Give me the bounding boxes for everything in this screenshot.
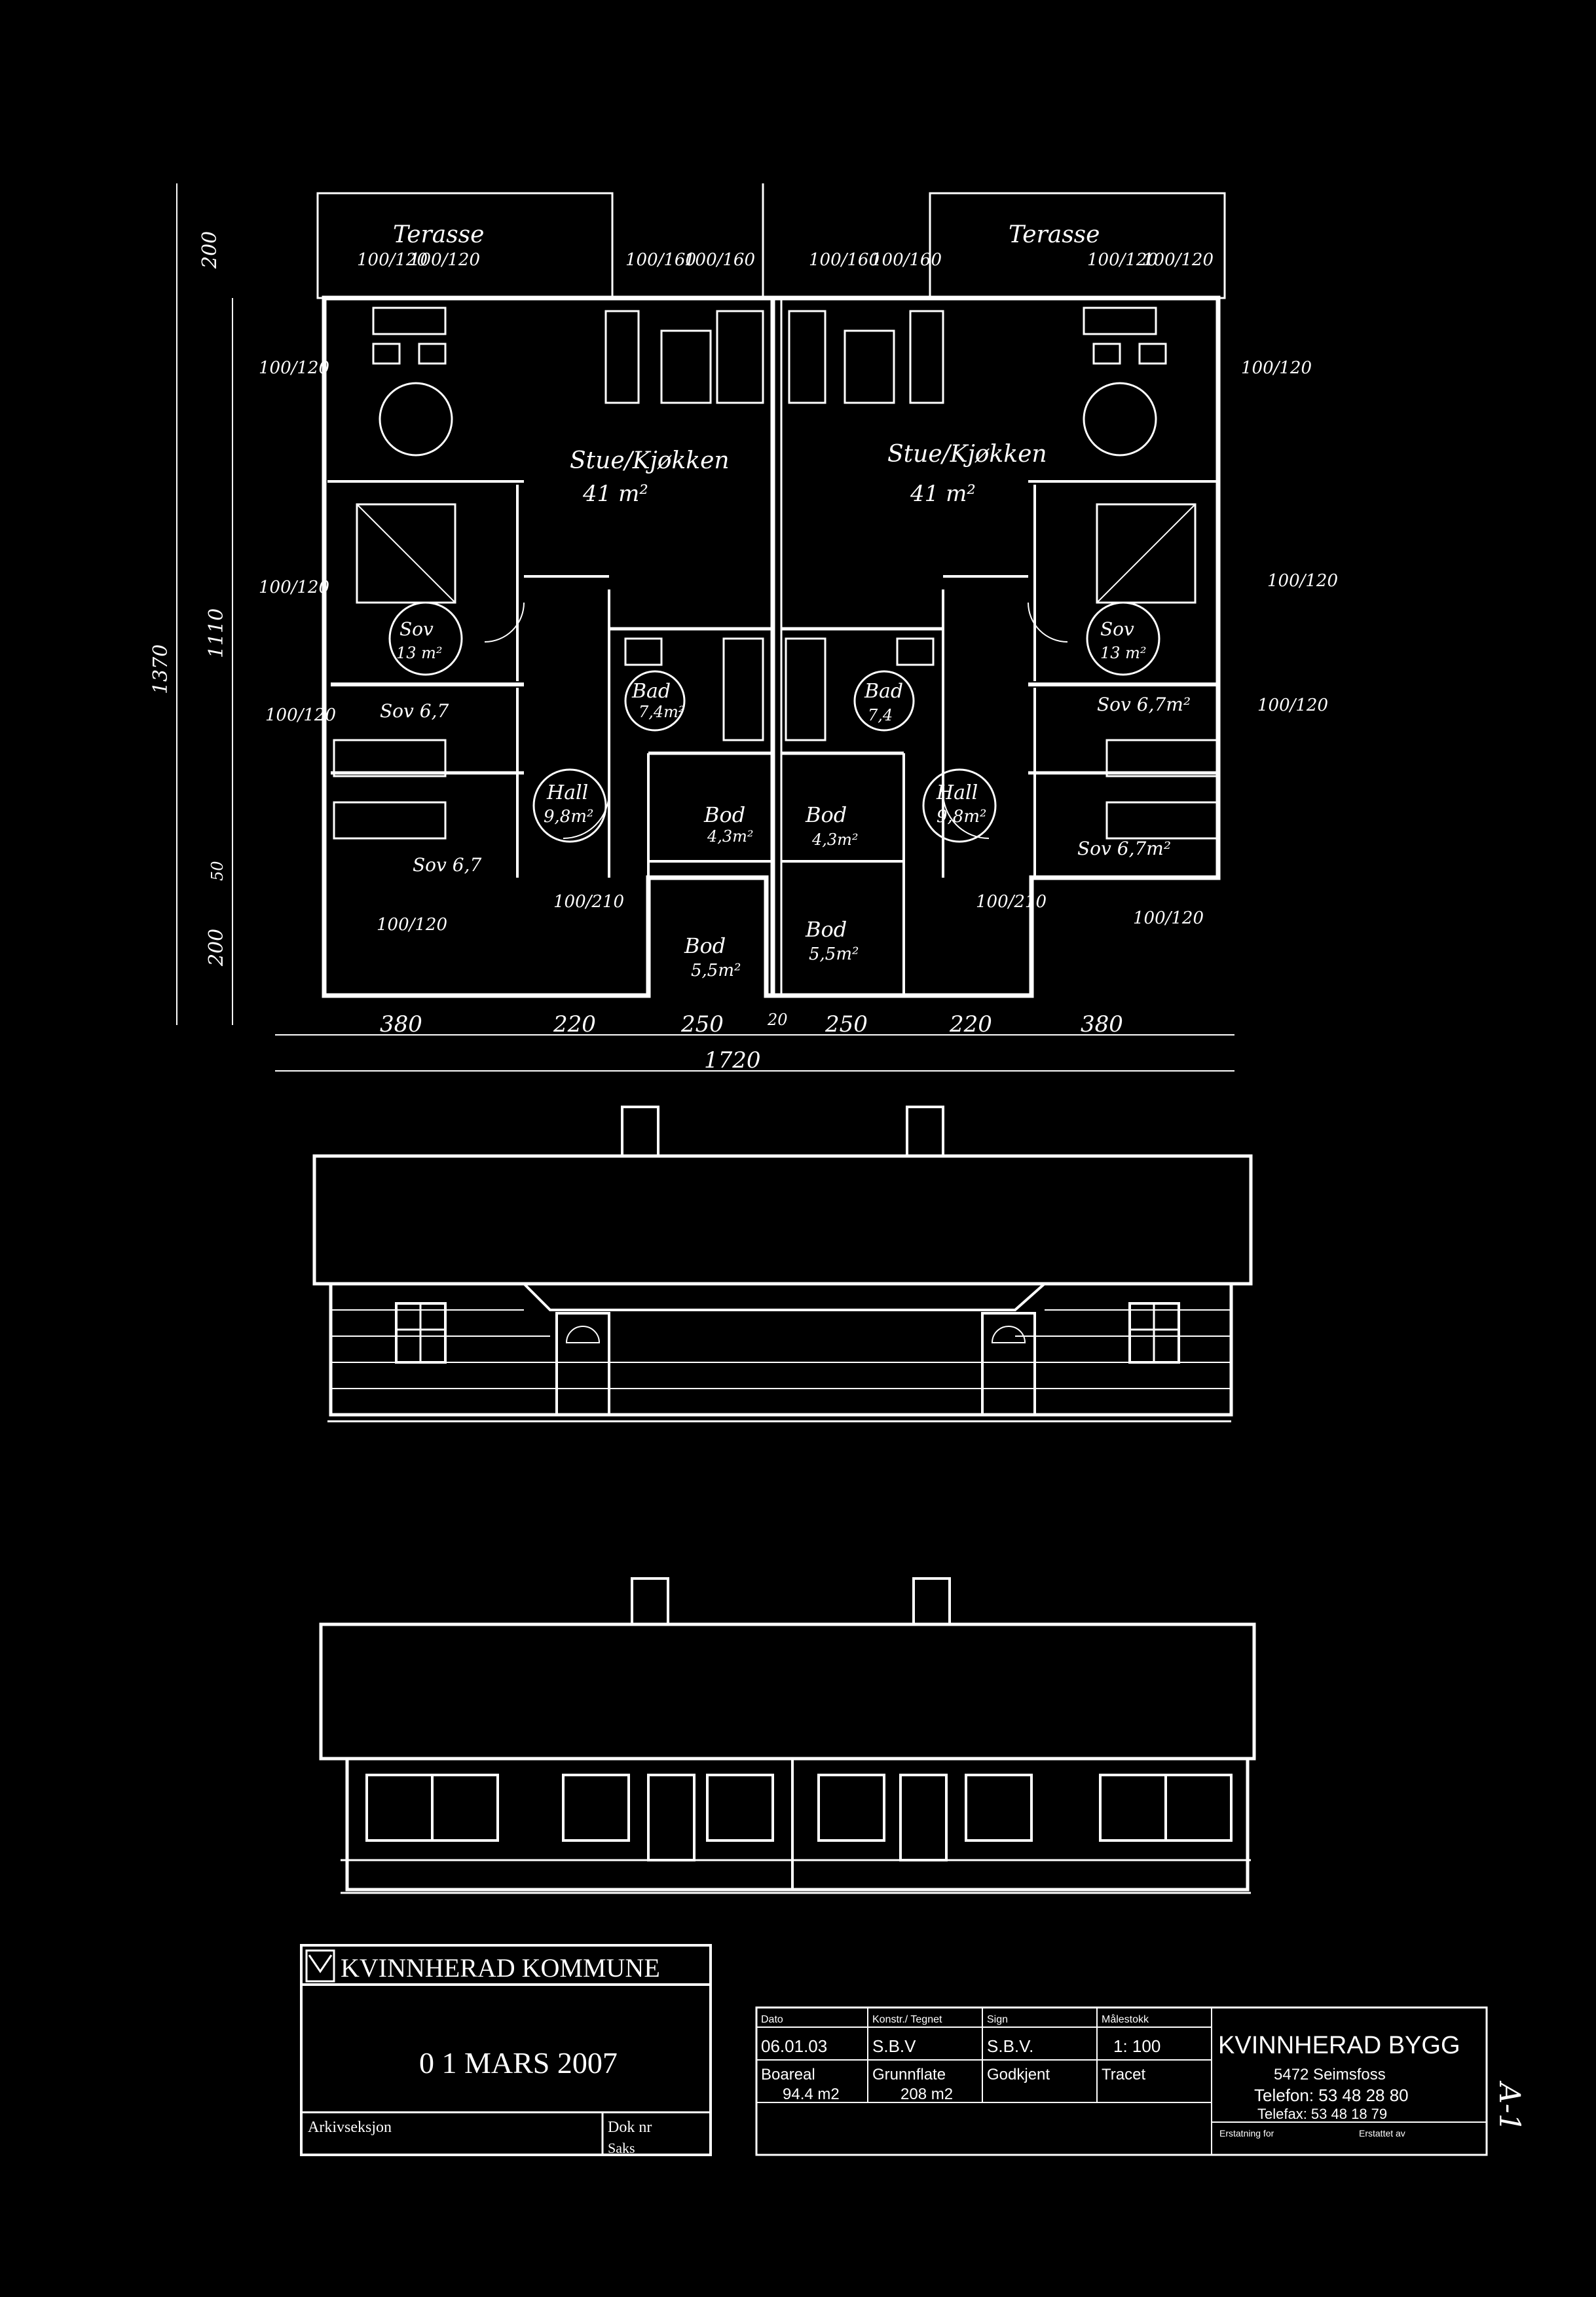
door-label: 100/210 bbox=[553, 892, 624, 912]
window-label: 100/120 bbox=[357, 250, 428, 270]
floor-plan bbox=[176, 183, 1234, 1072]
tb-row2-value: 94.4 m2 bbox=[783, 2085, 840, 2103]
room-stue-right: Stue/Kjøkken bbox=[887, 441, 1047, 468]
room-bad-right: Bad bbox=[864, 680, 903, 703]
room-bad-left: Bad bbox=[631, 680, 671, 703]
dining-table-right bbox=[1083, 382, 1157, 457]
dimension-label: 220 bbox=[553, 1011, 596, 1037]
terrace-right-label: Terasse bbox=[1009, 221, 1100, 248]
dimension-label: 380 bbox=[380, 1011, 422, 1037]
terrace-left-label: Terasse bbox=[393, 221, 484, 248]
room-bod-inner-left: Bod bbox=[703, 802, 745, 827]
tb-header: Sign bbox=[987, 2014, 1008, 2025]
tb-value: 1: 100 bbox=[1113, 2036, 1160, 2056]
side-window-label: 100/120 bbox=[1257, 696, 1328, 715]
terrace-right bbox=[929, 192, 1226, 299]
room-stue-left: Stue/Kjøkken bbox=[570, 447, 730, 474]
room-bad-right-area: 7,4 bbox=[868, 706, 893, 724]
bottom-window-label: 100/120 bbox=[1133, 908, 1204, 928]
company-fax: Telefax: 53 48 18 79 bbox=[1257, 2106, 1387, 2122]
tb-row2-value: 208 m2 bbox=[900, 2085, 953, 2103]
dimension-vertical: 200 bbox=[205, 929, 228, 967]
bottom-window-label: 100/120 bbox=[377, 915, 447, 935]
company-name: KVINNHERAD BYGG bbox=[1218, 2032, 1460, 2059]
room-stue-left-area: 41 m² bbox=[582, 481, 648, 507]
room-stue-right-area: 41 m² bbox=[910, 481, 976, 507]
tb-header: Dato bbox=[761, 2014, 783, 2025]
room-hall-right-area: 9,8m² bbox=[937, 807, 986, 827]
window-label: 100/120 bbox=[409, 250, 480, 270]
tb-header: Målestokk bbox=[1102, 2013, 1149, 2025]
terrace-left bbox=[316, 192, 614, 299]
room-hall-right: Hall bbox=[936, 781, 978, 804]
title-block bbox=[755, 2006, 1488, 2156]
room-bod-inner-right: Bod bbox=[805, 802, 847, 827]
dimension-total: 1720 bbox=[704, 1047, 761, 1074]
room-bod-outer-left-area: 5,5m² bbox=[691, 961, 741, 980]
room-sov-small-right-1: Sov 6,7m² bbox=[1097, 694, 1191, 715]
room-sov-small-left-1: Sov 6,7 bbox=[380, 700, 449, 722]
company-phone: Telefon: 53 48 28 80 bbox=[1254, 2085, 1409, 2105]
room-bod-outer-right: Bod bbox=[805, 917, 847, 942]
side-window-label: 100/120 bbox=[259, 578, 329, 597]
dimension-vertical-total: 1370 bbox=[149, 644, 172, 694]
dining-table-left bbox=[379, 382, 453, 457]
dok-label: Dok nr bbox=[608, 2119, 652, 2136]
tb-row2-label: Boareal bbox=[761, 2066, 815, 2083]
company-address: 5472 Seimsfoss bbox=[1274, 2066, 1386, 2083]
dimension-vertical: 50 bbox=[208, 861, 227, 881]
room-bod-inner-right-area: 4,3m² bbox=[811, 831, 859, 849]
front-elevation bbox=[312, 1106, 1253, 1423]
room-sov-right: Sov bbox=[1100, 618, 1134, 640]
room-sov-small-left-2: Sov 6,7 bbox=[413, 854, 481, 876]
dimension-vertical: 1110 bbox=[205, 608, 228, 658]
tb-row2-label: Tracet bbox=[1102, 2066, 1145, 2083]
window-label: 100/120 bbox=[1143, 250, 1214, 270]
dimension-label: 380 bbox=[1081, 1011, 1123, 1037]
room-bod-outer-left: Bod bbox=[684, 933, 726, 958]
room-hall-left-area: 9,8m² bbox=[544, 807, 593, 827]
saks-label: Saks bbox=[608, 2140, 635, 2156]
window-label: 100/160 bbox=[809, 250, 880, 270]
room-sov-right-area: 13 m² bbox=[1100, 644, 1147, 662]
side-window-label: 100/120 bbox=[1267, 571, 1338, 591]
room-sov-left: Sov bbox=[399, 618, 434, 640]
tb-value: S.B.V. bbox=[987, 2036, 1033, 2056]
room-sov-small-right-2: Sov 6,7m² bbox=[1077, 838, 1171, 859]
room-hall-left: Hall bbox=[546, 781, 588, 804]
room-sov-left-area: 13 m² bbox=[396, 644, 443, 662]
dimension-label: 20 bbox=[767, 1011, 788, 1029]
dimension-label: 220 bbox=[949, 1011, 992, 1037]
side-window-label: 100/120 bbox=[265, 705, 336, 725]
dimension-vertical: 200 bbox=[198, 231, 221, 269]
room-bod-outer-right-area: 5,5m² bbox=[809, 944, 859, 964]
replaced-by-label: Erstattet av bbox=[1359, 2128, 1405, 2138]
archive-label: Arkivseksjon bbox=[308, 2119, 392, 2136]
door-label: 100/210 bbox=[976, 892, 1047, 912]
received-date: 0 1 MARS 2007 bbox=[419, 2046, 618, 2080]
window-label: 100/160 bbox=[625, 250, 696, 270]
municipal-stamp bbox=[300, 1944, 712, 2156]
room-bad-left-area: 7,4m² bbox=[639, 703, 685, 721]
dimension-label: 250 bbox=[825, 1011, 868, 1037]
municipality-name: KVINNHERAD KOMMUNE bbox=[341, 1953, 660, 1983]
window-label: 100/160 bbox=[871, 250, 942, 270]
tb-row2-label: Grunnflate bbox=[872, 2066, 946, 2083]
tb-header: Konstr./ Tegnet bbox=[872, 2014, 942, 2025]
tb-value: 06.01.03 bbox=[761, 2036, 827, 2056]
tb-row2-label: Godkjent bbox=[987, 2066, 1050, 2083]
dimension-label: 250 bbox=[680, 1011, 724, 1037]
side-window-label: 100/120 bbox=[1241, 358, 1312, 378]
replaces-label: Erstatning for bbox=[1219, 2128, 1274, 2138]
sheet-number: A-1 bbox=[1493, 2080, 1526, 2132]
room-bod-inner-left-area: 4,3m² bbox=[707, 827, 754, 846]
window-label: 100/120 bbox=[1087, 250, 1158, 270]
window-label: 100/160 bbox=[684, 250, 755, 270]
side-window-label: 100/120 bbox=[259, 358, 329, 378]
rear-elevation bbox=[319, 1577, 1256, 1894]
tb-value: S.B.V bbox=[872, 2036, 916, 2056]
